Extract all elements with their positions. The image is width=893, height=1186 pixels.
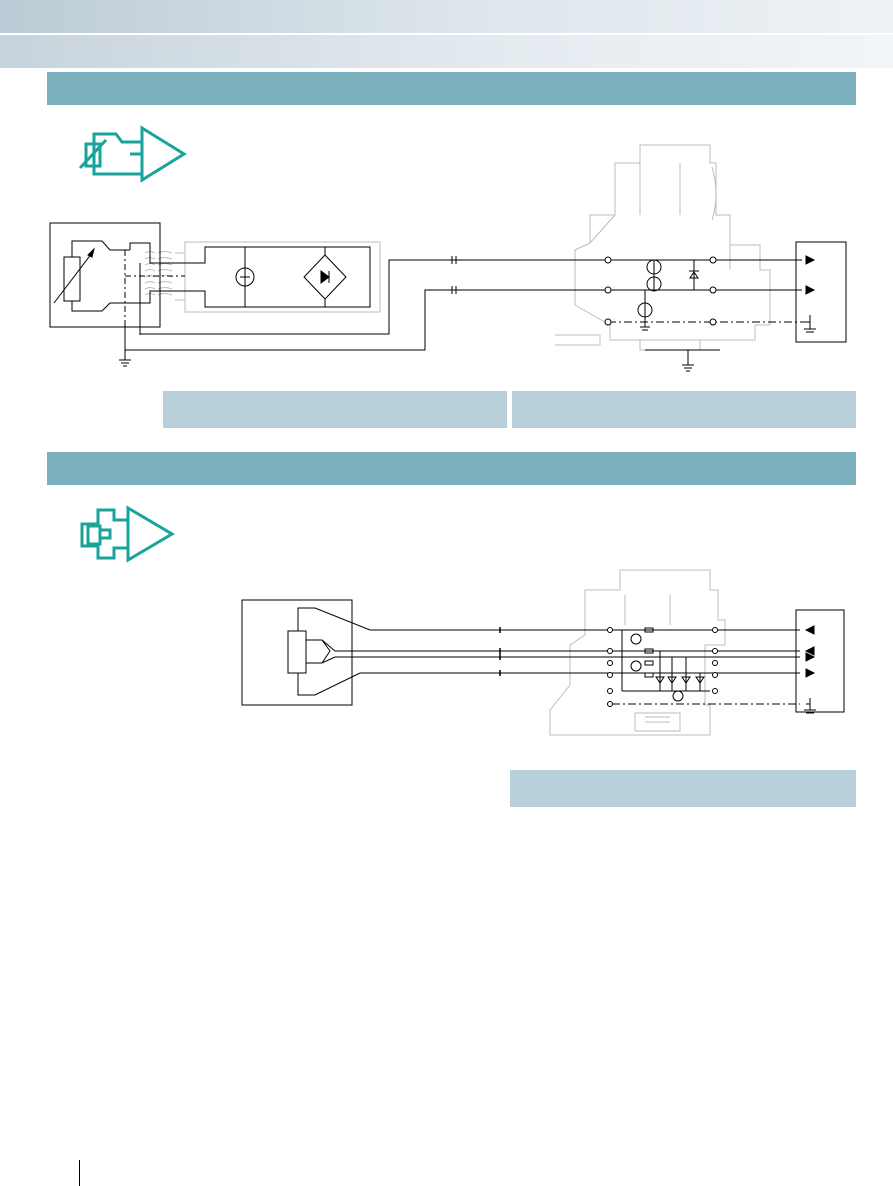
- sensor-terminal-module: [129, 242, 371, 308]
- field-wiring: [124, 250, 565, 360]
- resistance-bridge-sensor-amplifier-icon: [80, 505, 175, 563]
- protection-circuit: [565, 256, 802, 331]
- section-2-wiring-diagram: [241, 569, 845, 736]
- rtd-temperature-sensor-amplifier-icon: [78, 125, 187, 183]
- controller-input-box: [795, 241, 847, 343]
- surge-protector-device-outline: [549, 569, 726, 736]
- field-wiring: [475, 629, 800, 674]
- page-margin-rule: [79, 1160, 80, 1186]
- bridge-sensor-box: [241, 599, 500, 706]
- surge-protector-device-outline: [555, 144, 771, 351]
- header-separator: [0, 33, 893, 35]
- din-rail-ground: [645, 349, 720, 372]
- section-1-caption-left: [163, 391, 507, 428]
- controller-input-box: [795, 609, 845, 714]
- header-band-top: [0, 0, 893, 33]
- protection-circuit: [607, 627, 800, 707]
- earth-ground-icon: [119, 359, 131, 367]
- header-band-bottom: [0, 35, 893, 68]
- section-2-header-bar: [47, 452, 856, 485]
- sensor-housing-outline: [144, 241, 381, 313]
- rtd-sensor-box: [49, 222, 161, 328]
- section-1-wiring-diagram: [49, 144, 847, 372]
- section-1-caption-right: [512, 391, 856, 428]
- section-1-header-bar: [47, 72, 856, 105]
- section-2-caption: [510, 770, 856, 807]
